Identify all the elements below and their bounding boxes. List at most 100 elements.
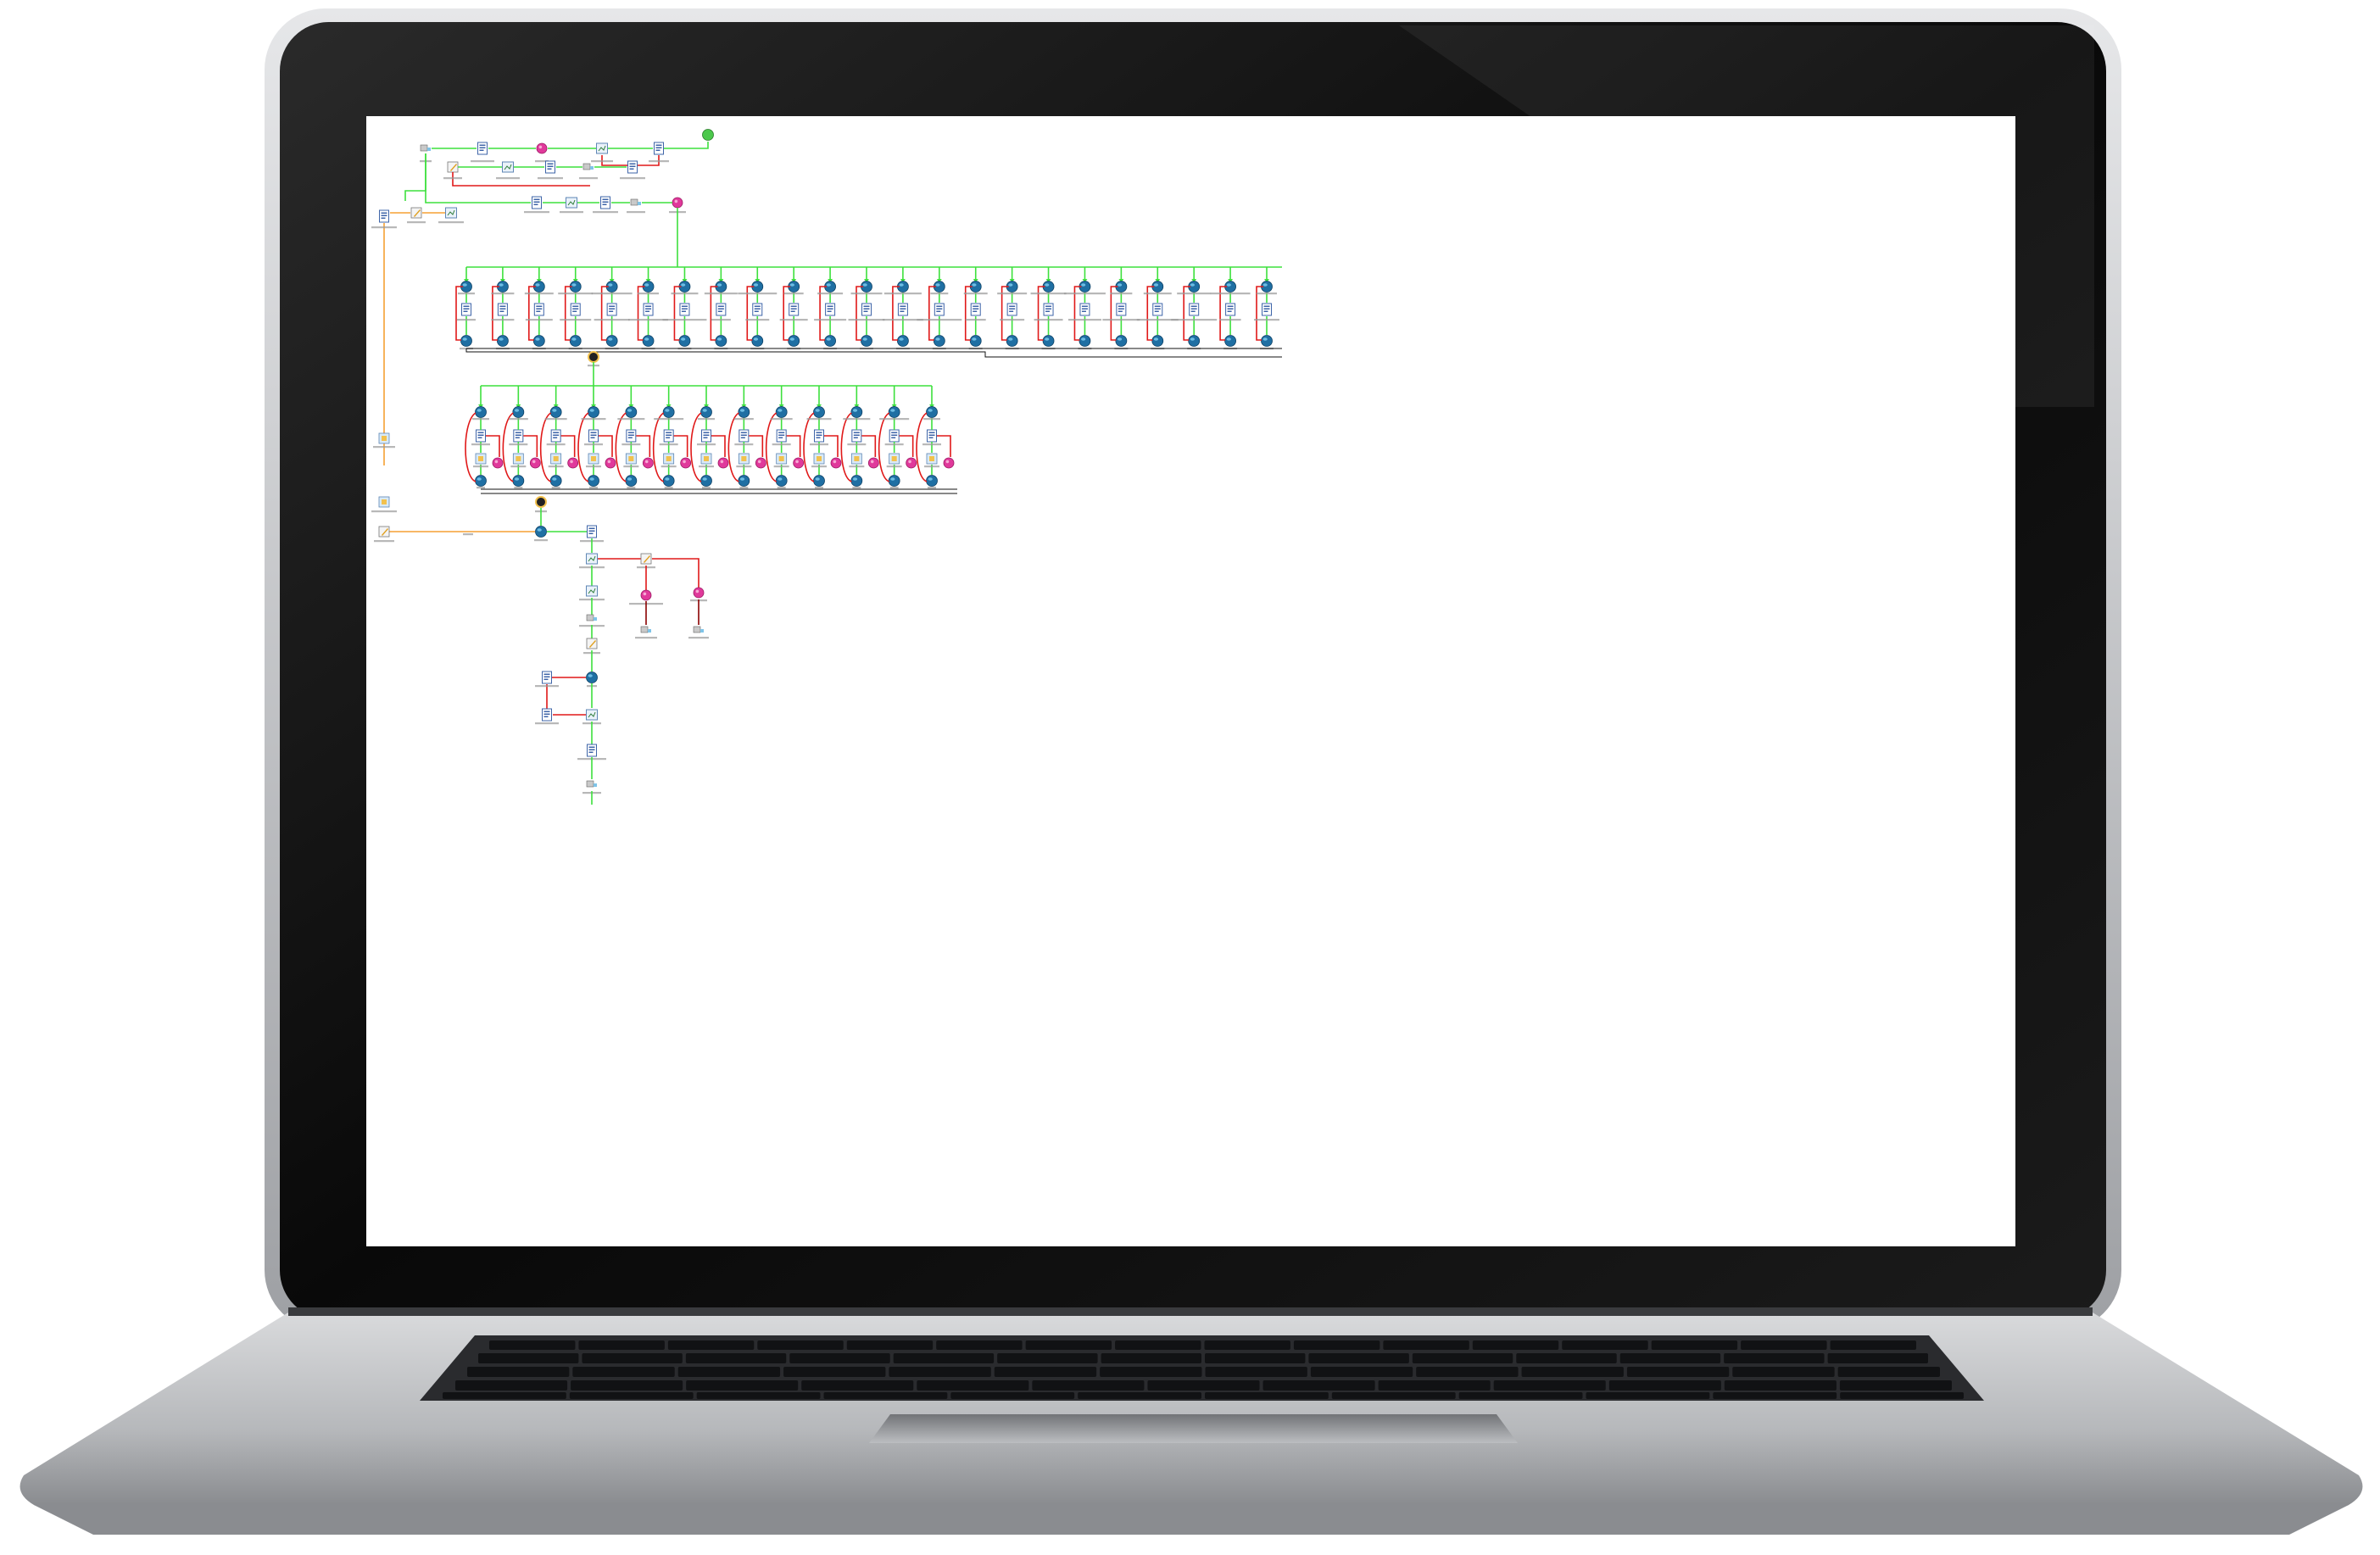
mail-icon[interactable] (586, 614, 594, 621)
keyboard-key[interactable] (1331, 1392, 1456, 1399)
keyboard-key[interactable] (578, 1340, 665, 1350)
globe-icon[interactable] (512, 406, 525, 418)
sql-icon[interactable] (410, 207, 422, 219)
keyboard-key[interactable] (950, 1392, 1075, 1399)
error-icon[interactable] (567, 457, 579, 469)
keyboard-key[interactable] (1205, 1367, 1307, 1377)
globe-icon[interactable] (532, 335, 545, 347)
keyboard-key[interactable] (936, 1340, 1023, 1350)
keyboard-key[interactable] (1586, 1392, 1710, 1399)
keyboard-key[interactable] (569, 1392, 694, 1399)
globe-icon[interactable] (813, 406, 825, 418)
globe-icon[interactable] (605, 335, 618, 347)
keyboard-key[interactable] (1472, 1340, 1559, 1350)
keyboard-key[interactable] (1310, 1367, 1413, 1377)
keyboard-key[interactable] (1837, 1367, 1940, 1377)
globe-icon[interactable] (850, 475, 863, 487)
keyboard-key[interactable] (1741, 1340, 1827, 1350)
keyboard-key[interactable] (823, 1392, 948, 1399)
keyboard-key[interactable] (455, 1380, 568, 1391)
error-icon[interactable] (793, 457, 805, 469)
wait-icon[interactable] (588, 351, 599, 363)
globe-icon[interactable] (813, 475, 825, 487)
keyboard-key[interactable] (889, 1367, 991, 1377)
keyboard-key[interactable] (696, 1392, 821, 1399)
keyboard-key[interactable] (789, 1353, 890, 1363)
globe-icon[interactable] (738, 406, 750, 418)
keyboard-key[interactable] (571, 1380, 683, 1391)
globe-icon[interactable] (850, 406, 863, 418)
globe-icon[interactable] (700, 475, 712, 487)
keyboard-key[interactable] (1562, 1340, 1648, 1350)
globe-icon[interactable] (586, 672, 598, 683)
keyboard-key[interactable] (1493, 1380, 1606, 1391)
globe-icon[interactable] (588, 406, 599, 418)
error-icon[interactable] (536, 142, 548, 154)
mail-icon[interactable] (630, 198, 638, 206)
globe-icon[interactable] (497, 335, 509, 347)
keyboard-key[interactable] (1412, 1353, 1513, 1363)
globe-icon[interactable] (625, 406, 638, 418)
globe-icon[interactable] (969, 335, 982, 347)
keyboard-key[interactable] (893, 1353, 995, 1363)
mail-icon[interactable] (640, 626, 649, 633)
error-icon[interactable] (680, 457, 692, 469)
globe-icon[interactable] (926, 406, 938, 418)
error-icon[interactable] (693, 587, 705, 599)
globe-icon[interactable] (625, 475, 638, 487)
globe-icon[interactable] (1006, 335, 1018, 347)
trackpad[interactable] (869, 1414, 1518, 1443)
globe-icon[interactable] (1224, 335, 1236, 347)
error-icon[interactable] (529, 457, 541, 469)
error-icon[interactable] (717, 457, 729, 469)
globe-icon[interactable] (926, 475, 938, 487)
error-icon[interactable] (642, 457, 654, 469)
keyboard-key[interactable] (1521, 1367, 1624, 1377)
globe-icon[interactable] (1115, 335, 1128, 347)
globe-icon[interactable] (549, 475, 562, 487)
mail-icon[interactable] (582, 163, 591, 170)
keyboard-key[interactable] (1724, 1380, 1837, 1391)
keyboard-key[interactable] (1840, 1392, 1964, 1399)
globe-icon[interactable] (460, 335, 472, 347)
keyboard-key[interactable] (478, 1353, 579, 1363)
globe-icon[interactable] (1079, 335, 1091, 347)
globe-icon[interactable] (475, 406, 487, 418)
sql-icon[interactable] (586, 638, 598, 649)
keyboard-key[interactable] (757, 1340, 844, 1350)
keyboard-key[interactable] (846, 1340, 934, 1350)
keyboard-key[interactable] (1458, 1392, 1583, 1399)
keyboard-key[interactable] (801, 1380, 914, 1391)
error-icon[interactable] (755, 457, 766, 469)
keyboard-key[interactable] (1651, 1340, 1738, 1350)
sql-icon[interactable] (640, 553, 652, 565)
globe-icon[interactable] (512, 475, 525, 487)
error-icon[interactable] (943, 457, 955, 469)
error-icon[interactable] (492, 457, 504, 469)
keyboard-key[interactable] (1378, 1380, 1491, 1391)
globe-icon[interactable] (662, 406, 675, 418)
sql-icon[interactable] (378, 526, 390, 538)
keyboard-key[interactable] (1308, 1353, 1409, 1363)
keyboard-key[interactable] (1839, 1380, 1952, 1391)
error-icon[interactable] (672, 197, 683, 209)
keyboard-key[interactable] (1204, 1340, 1290, 1350)
globe-icon[interactable] (824, 335, 836, 347)
globe-icon[interactable] (549, 406, 562, 418)
keyboard-key[interactable] (1101, 1353, 1201, 1363)
keyboard-key[interactable] (1724, 1353, 1825, 1363)
keyboard-key[interactable] (997, 1353, 1098, 1363)
globe-icon[interactable] (535, 526, 547, 538)
mail-icon[interactable] (420, 144, 428, 152)
keyboard-key[interactable] (677, 1367, 781, 1377)
globe-icon[interactable] (588, 475, 599, 487)
keyboard-key[interactable] (1626, 1367, 1730, 1377)
keyboard-key[interactable] (1732, 1367, 1835, 1377)
workflow-canvas[interactable] (366, 116, 2015, 1246)
globe-icon[interactable] (788, 335, 800, 347)
globe-icon[interactable] (751, 335, 764, 347)
keyboard-key[interactable] (1383, 1340, 1469, 1350)
keyboard-key[interactable] (572, 1367, 675, 1377)
keyboard-key[interactable] (1830, 1340, 1916, 1350)
globe-icon[interactable] (715, 335, 727, 347)
